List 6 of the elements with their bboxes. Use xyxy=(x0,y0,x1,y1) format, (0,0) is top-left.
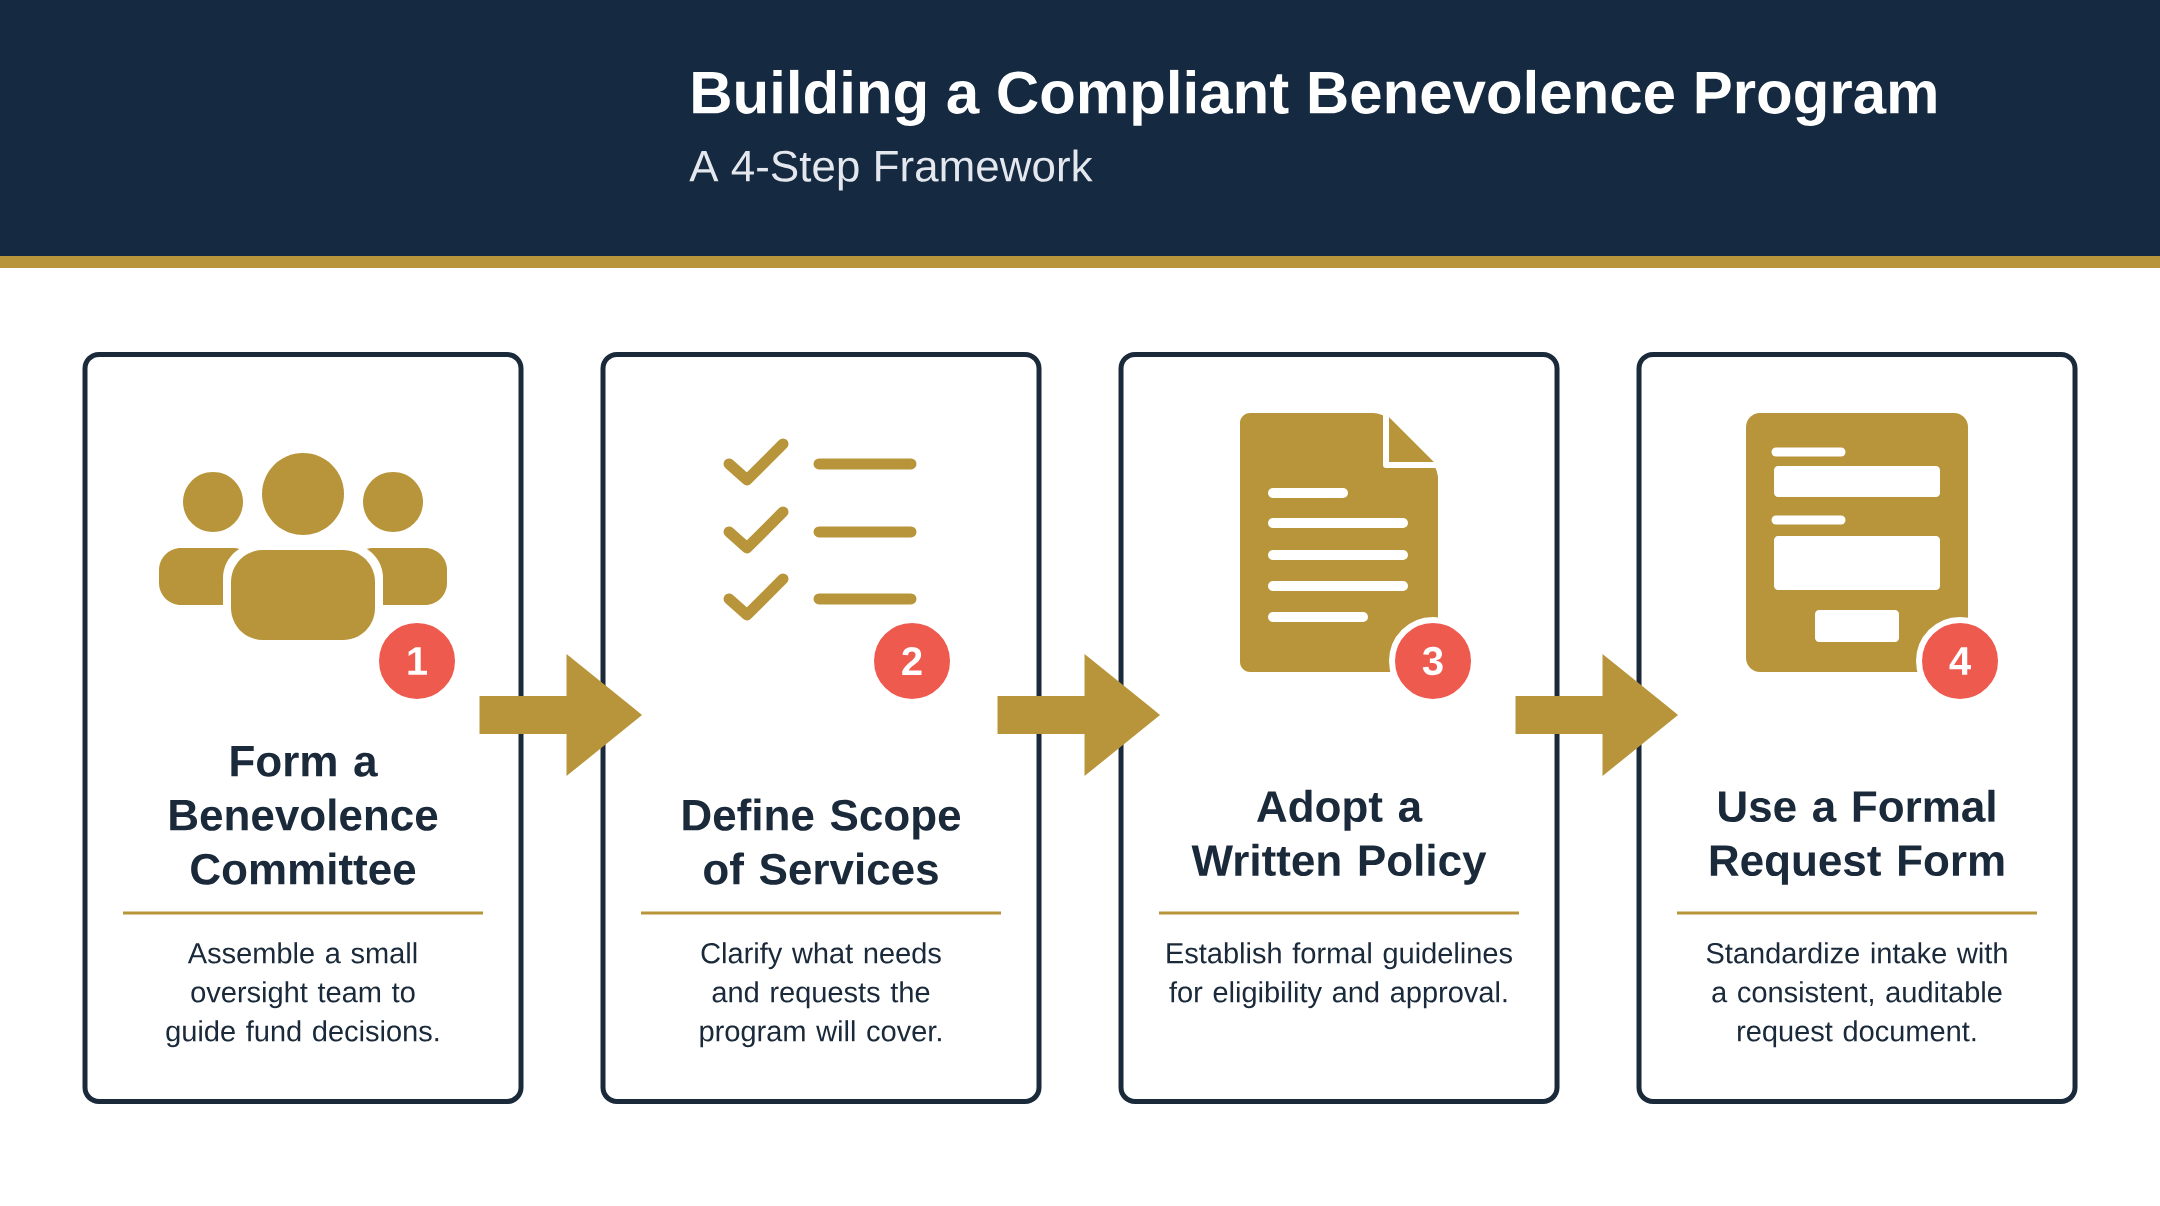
title: Building a Compliant Benevolence Program xyxy=(693,69,1936,127)
number-badge: 1 xyxy=(373,617,461,705)
subtitle: A 4-Step Framework xyxy=(689,149,1093,191)
number-badge: 2 xyxy=(868,617,956,705)
number-badge: 4 xyxy=(1916,617,2004,705)
number-badge: 3 xyxy=(1389,617,1477,705)
